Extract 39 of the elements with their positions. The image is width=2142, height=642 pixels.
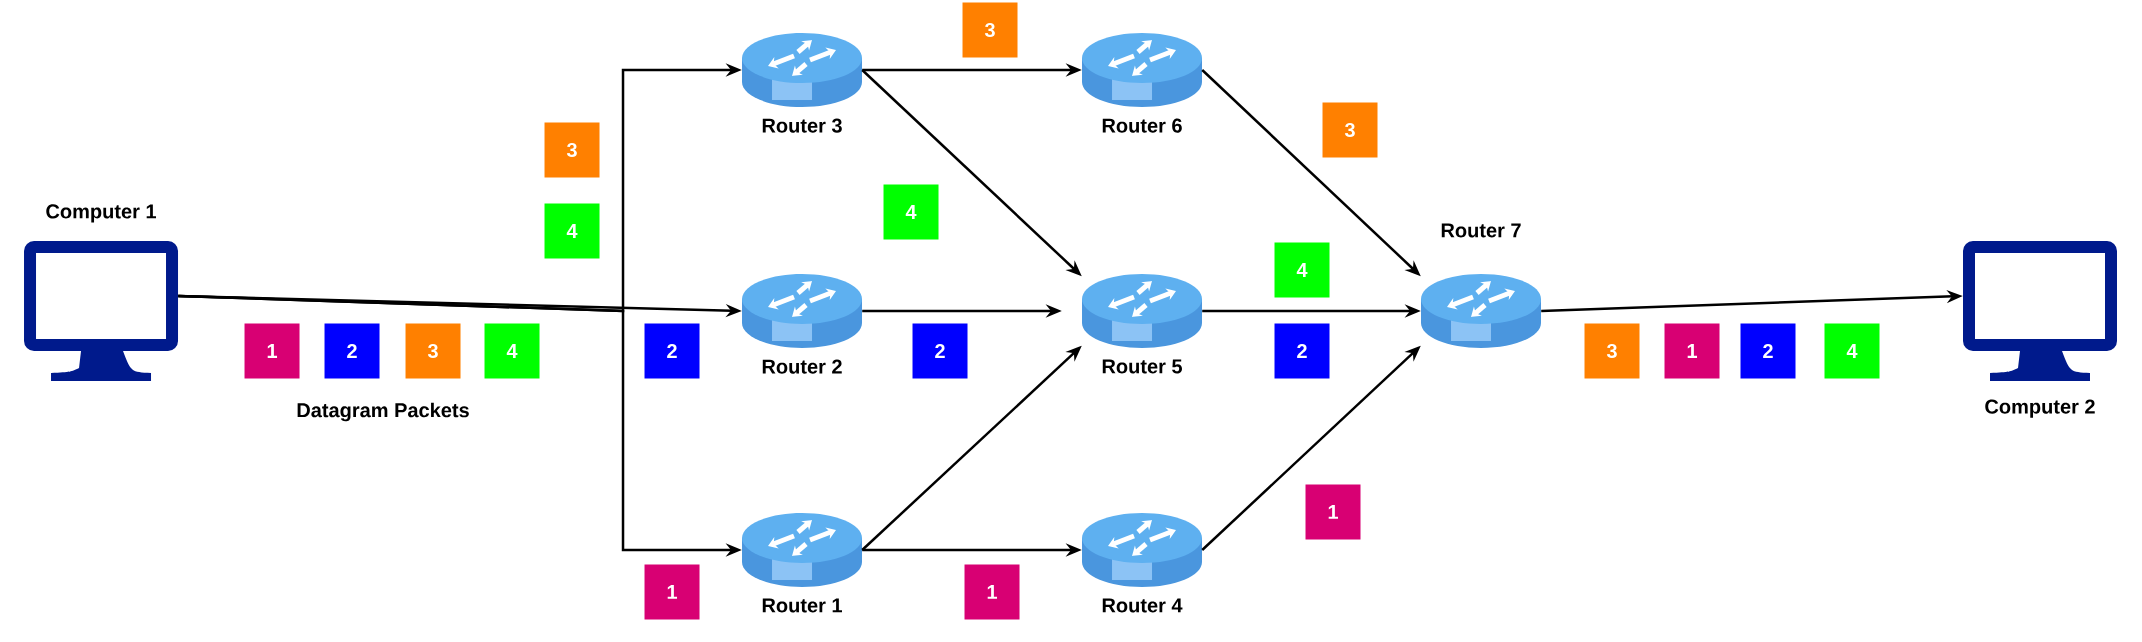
packet-box: 1 bbox=[1305, 484, 1361, 540]
router: Router 3 bbox=[742, 33, 862, 133]
packet-box: 2 bbox=[1740, 323, 1796, 379]
caption-text: Datagram Packets bbox=[297, 402, 469, 422]
packet-box: 3 bbox=[1322, 102, 1378, 158]
node-label: Router 4 bbox=[1102, 598, 1183, 613]
node-label: Router 7 bbox=[1441, 223, 1521, 238]
packet-box: 2 bbox=[1274, 323, 1330, 379]
computer-monitor: Computer 2 bbox=[1963, 241, 2117, 418]
packet-box: 3 bbox=[544, 122, 600, 178]
node-label: Router 3 bbox=[762, 118, 842, 133]
packet-box: 1 bbox=[244, 323, 300, 379]
packet-box: 2 bbox=[324, 323, 380, 379]
router: Router 2 bbox=[742, 274, 862, 374]
node-label: Computer 2 bbox=[1985, 399, 2095, 418]
router: Router 6 bbox=[1082, 33, 1202, 133]
packet-box: 4 bbox=[544, 203, 600, 259]
router: Router 4 bbox=[1082, 513, 1202, 613]
packet-box: 4 bbox=[1274, 242, 1330, 298]
node-label: Computer 1 bbox=[46, 204, 157, 223]
node-label: Router 2 bbox=[762, 359, 842, 374]
computer-monitor: Computer 1 bbox=[24, 204, 178, 381]
packet-box: 1 bbox=[644, 564, 700, 620]
router: Router 7 bbox=[1421, 223, 1541, 348]
router: Router 1 bbox=[742, 513, 862, 613]
packet-box: 1 bbox=[964, 564, 1020, 620]
node-label: Router 1 bbox=[762, 598, 842, 613]
packet-box: 3 bbox=[962, 2, 1018, 58]
packet-box: 3 bbox=[1584, 323, 1640, 379]
packet-box: 3 bbox=[405, 323, 461, 379]
packet-box: 4 bbox=[1824, 323, 1880, 379]
node-label: Router 6 bbox=[1102, 118, 1182, 133]
packet-box: 4 bbox=[484, 323, 540, 379]
packet-box: 2 bbox=[912, 323, 968, 379]
router: Router 5 bbox=[1082, 274, 1202, 374]
packet-box: 4 bbox=[883, 184, 939, 240]
node-label: Router 5 bbox=[1102, 359, 1182, 374]
packet-box: 1 bbox=[1664, 323, 1720, 379]
packet-box: 2 bbox=[644, 323, 700, 379]
